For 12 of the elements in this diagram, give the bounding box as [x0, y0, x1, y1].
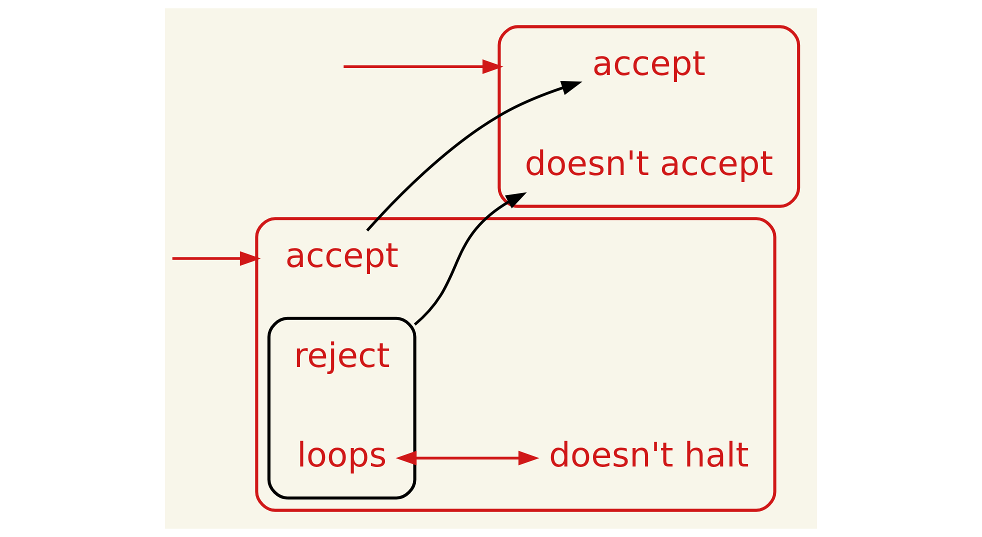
arrow — [344, 59, 504, 74]
arrow — [414, 192, 527, 326]
node-text: doesn't halt — [548, 436, 749, 475]
node-text: loops — [297, 436, 387, 475]
cluster — [255, 217, 776, 512]
node-text: reject — [294, 336, 390, 375]
node-text: accept — [592, 44, 706, 84]
arrow — [366, 81, 582, 232]
arrow — [396, 450, 540, 466]
node-text: accept — [285, 236, 399, 276]
arrow — [172, 251, 261, 266]
node-text: doesn't accept — [524, 144, 774, 184]
